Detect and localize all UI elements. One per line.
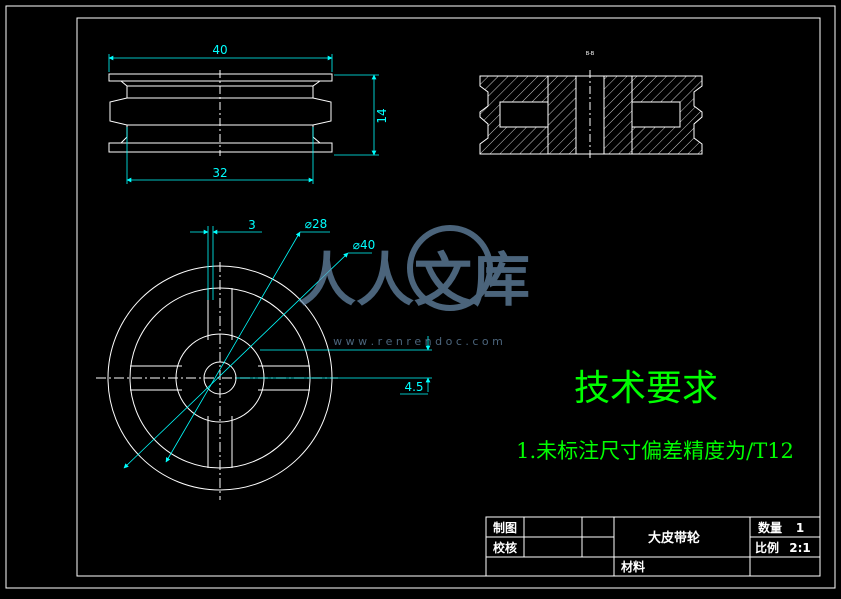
part-name: 大皮带轮 bbox=[648, 530, 700, 546]
plan-dimensions bbox=[123, 226, 432, 469]
dim-dia-inner: ⌀28 bbox=[305, 217, 328, 231]
dim-slot-width: 3 bbox=[248, 218, 256, 232]
pulley-section-view bbox=[479, 70, 703, 160]
outer-border bbox=[5, 5, 836, 589]
watermark-logo-icon bbox=[407, 225, 493, 311]
notes-heading: 技术要求 bbox=[574, 368, 718, 409]
checked-by-label: 校核 bbox=[493, 540, 517, 555]
dim-offset: 4.5 bbox=[404, 380, 423, 394]
dim-inner-width: 32 bbox=[212, 166, 227, 180]
inner-border bbox=[76, 17, 821, 577]
dim-top-width: 40 bbox=[212, 43, 227, 57]
scale-label: 比例 bbox=[755, 540, 779, 555]
title-block bbox=[485, 516, 821, 577]
dim-height: 14 bbox=[375, 108, 389, 123]
drawn-by-label: 制图 bbox=[493, 520, 517, 535]
dim-dia-outer: ⌀40 bbox=[353, 238, 376, 252]
pulley-elevation-view bbox=[108, 70, 333, 156]
notes-item-1: 1.未标注尺寸偏差精度为/T12 bbox=[516, 439, 794, 463]
watermark-brand: 人人文库 bbox=[298, 246, 530, 314]
scale-value: 2:1 bbox=[789, 541, 811, 555]
watermark-url: w w w . r e n r e n d o c . c o m bbox=[333, 335, 503, 348]
quantity-value: 1 bbox=[796, 521, 804, 535]
quantity-label: 数量 bbox=[758, 520, 782, 535]
elevation-dimensions bbox=[108, 54, 379, 184]
material-label: 材料 bbox=[620, 559, 645, 574]
watermark: 人人文库 w w w . r e n r e n d o c . c o m bbox=[298, 225, 530, 348]
section-label: B-B bbox=[586, 51, 595, 57]
